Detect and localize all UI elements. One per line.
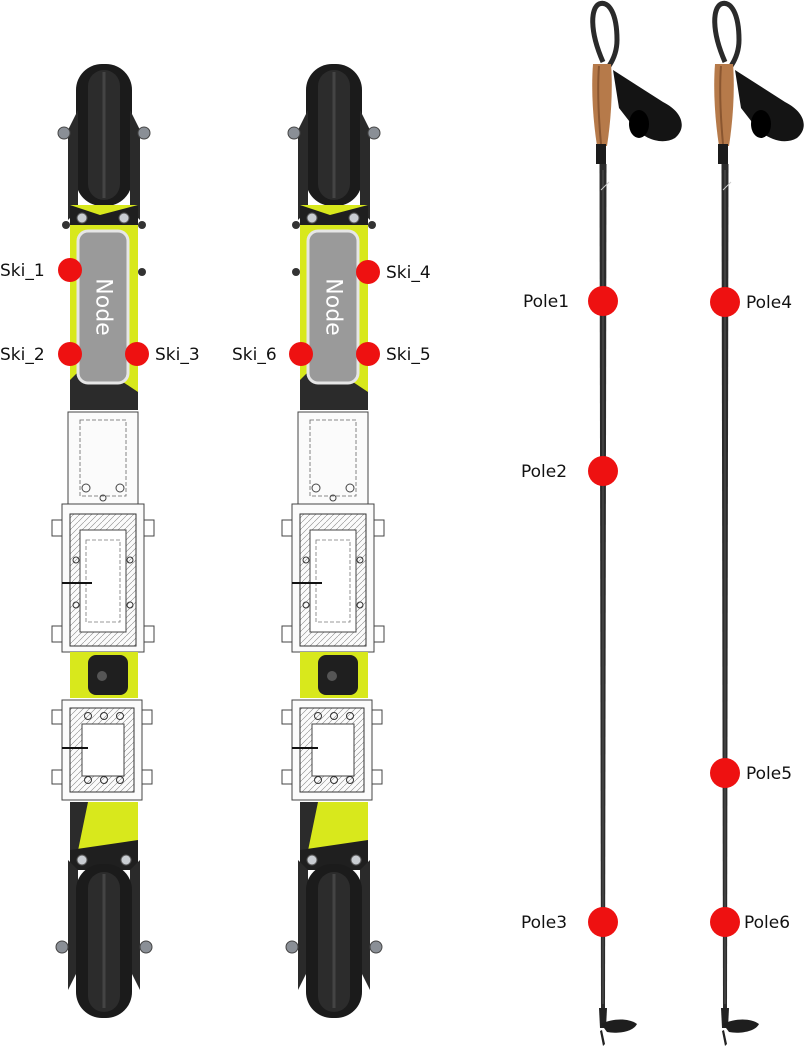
sensor-marker-pole-2 — [588, 456, 618, 486]
sensor-marker-ski-2 — [58, 342, 82, 366]
sensor-marker-pole-5 — [710, 758, 740, 788]
sensor-marker-pole-3 — [588, 907, 618, 937]
right-roller-ski — [280, 62, 386, 1020]
right-ski-node: Node — [306, 229, 360, 385]
label-pole-3: Pole3 — [521, 913, 567, 933]
left-ski-node: Node — [76, 229, 130, 385]
label-ski-5: Ski_5 — [386, 345, 431, 365]
left-node-label: Node — [91, 278, 116, 335]
label-ski-3: Ski_3 — [155, 345, 200, 365]
sensor-marker-pole-6 — [710, 907, 740, 937]
sensor-marker-ski-3 — [125, 342, 149, 366]
sensor-marker-pole-1 — [588, 286, 618, 316]
right-pole — [714, 3, 804, 1046]
label-pole-4: Pole4 — [746, 293, 792, 313]
sensor-marker-ski-4 — [356, 260, 380, 284]
sensor-marker-ski-5 — [356, 342, 380, 366]
sensor-marker-pole-4 — [710, 287, 740, 317]
label-ski-6: Ski_6 — [232, 345, 277, 365]
label-ski-4: Ski_4 — [386, 263, 431, 283]
label-pole-5: Pole5 — [746, 764, 792, 784]
sensor-marker-ski-6 — [289, 342, 313, 366]
right-node-label: Node — [321, 278, 346, 335]
label-pole-2: Pole2 — [521, 462, 567, 482]
sensor-marker-ski-1 — [58, 258, 82, 282]
label-pole-1: Pole1 — [523, 292, 569, 312]
label-ski-1: Ski_1 — [0, 261, 45, 281]
left-roller-ski — [50, 62, 156, 1020]
left-pole — [592, 3, 682, 1046]
label-ski-2: Ski_2 — [0, 345, 45, 365]
label-pole-6: Pole6 — [744, 913, 790, 933]
